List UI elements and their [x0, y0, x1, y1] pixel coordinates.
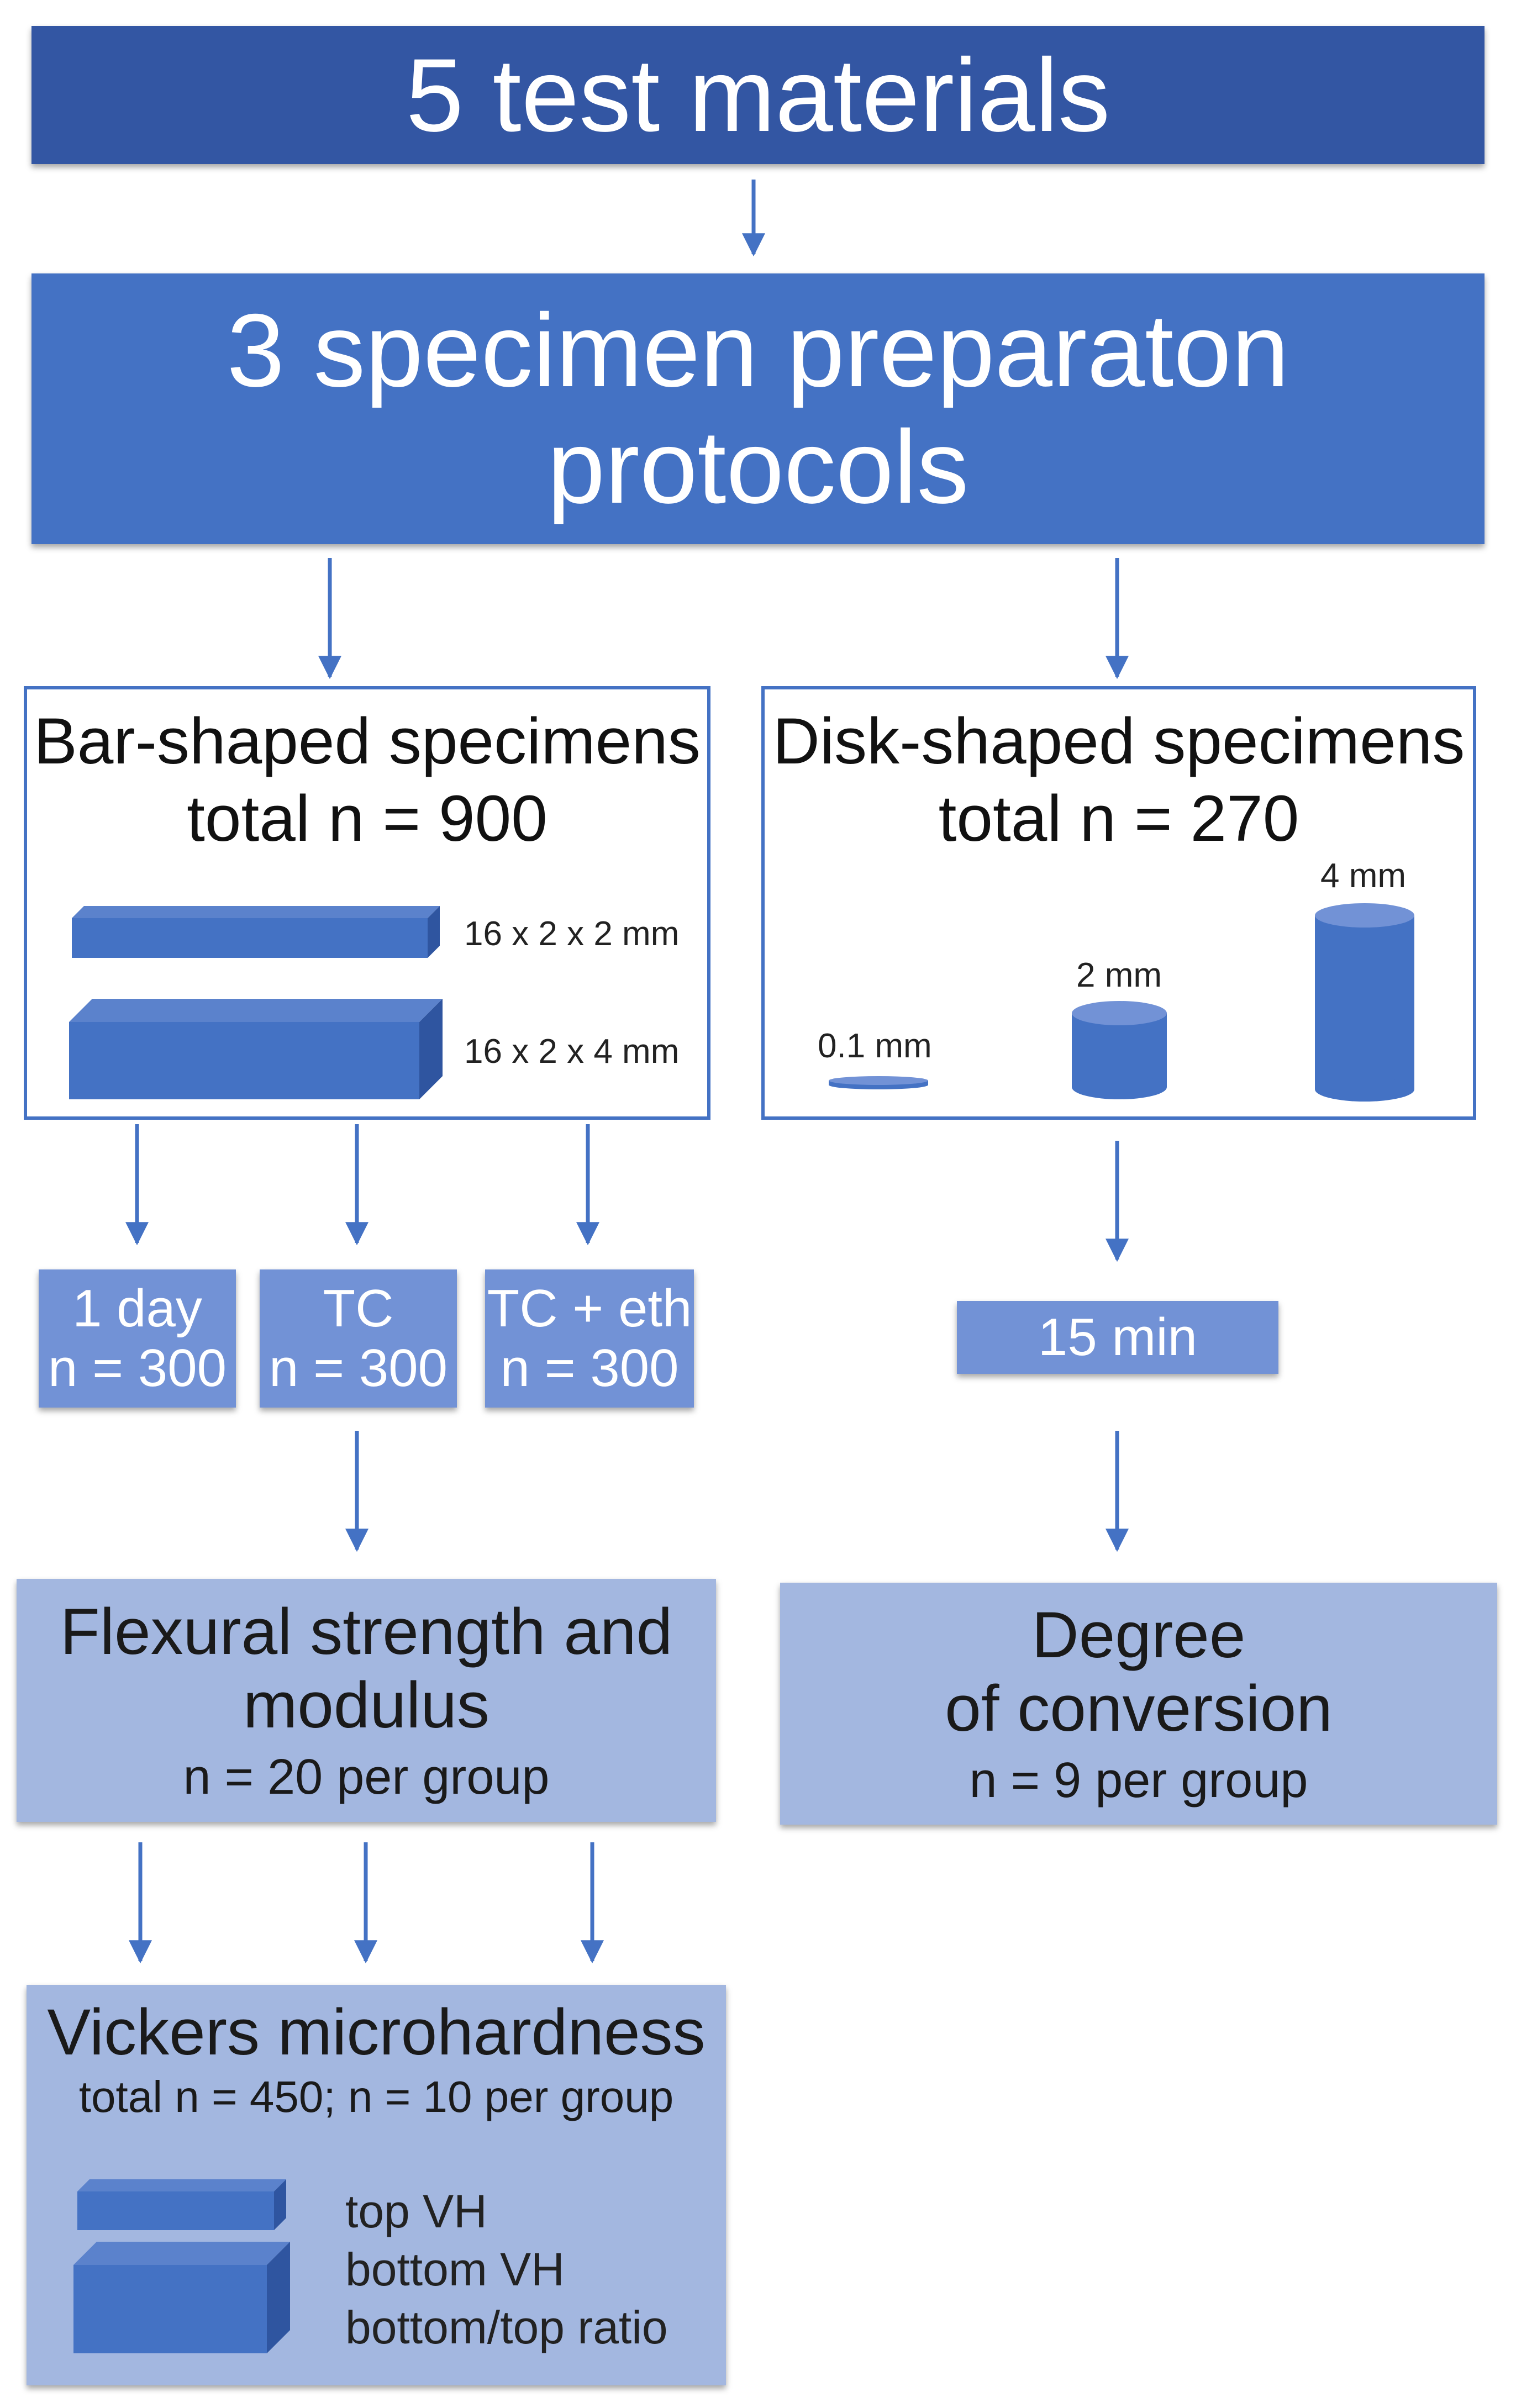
- protocols-line2: protocols: [547, 409, 969, 525]
- bar-specimens-total: total n = 900: [187, 782, 548, 856]
- protocols-box: 3 specimen preparaton protocols: [31, 273, 1485, 544]
- conversion-line2: of conversion: [945, 1672, 1333, 1745]
- flexural-line1: Flexural strength and: [60, 1595, 673, 1669]
- test-materials-box: 5 test materials: [31, 26, 1485, 164]
- conversion-line1: Degree: [1031, 1599, 1246, 1672]
- vickers-item-bottom-vh: bottom VH: [345, 2243, 565, 2295]
- protocols-line1: 3 specimen preparaton: [227, 292, 1289, 409]
- disk-specimens-total: total n = 270: [938, 782, 1299, 856]
- disk-group-label: 15 min: [1038, 1308, 1198, 1367]
- bar-specimen-thin-shape: [72, 906, 440, 958]
- flexural-box: Flexural strength and modulus n = 20 per…: [17, 1579, 716, 1822]
- group-box-1day: 1 day n = 300: [39, 1269, 236, 1408]
- bar-specimens-title: Bar-shaped specimens: [34, 705, 701, 778]
- vickers-specimen-thin-shape: [77, 2179, 286, 2230]
- vickers-n: total n = 450; n = 10 per group: [78, 2072, 674, 2122]
- disk-dim-mid: 2 mm: [1076, 956, 1162, 994]
- group-n: n = 300: [500, 1339, 679, 1398]
- disk-dim-thin: 0.1 mm: [818, 1027, 932, 1065]
- group-label: TC + eth: [487, 1279, 692, 1339]
- group-label: TC: [323, 1279, 394, 1339]
- vickers-item-ratio: bottom/top ratio: [345, 2301, 668, 2353]
- bar-specimen-thick-shape: [69, 999, 443, 1099]
- group-box-tc: TC n = 300: [260, 1269, 457, 1408]
- vickers-title: Vickers microhardness: [47, 1996, 706, 2069]
- vickers-specimen-thick-shape: [73, 2242, 290, 2353]
- conversion-box: Degree of conversion n = 9 per group: [780, 1583, 1497, 1825]
- disk-dim-tall: 4 mm: [1320, 857, 1406, 895]
- flexural-line2: modulus: [243, 1668, 489, 1742]
- group-box-15min: 15 min: [957, 1301, 1278, 1374]
- disk-specimens-title: Disk-shaped specimens: [772, 705, 1465, 778]
- vickers-box: Vickers microhardness total n = 450; n =…: [27, 1985, 726, 2385]
- disk-specimen-tall-shape: [1315, 903, 1414, 1102]
- disk-specimen-mid-shape: [1072, 1001, 1167, 1099]
- bar-dim-thick: 16 x 2 x 4 mm: [464, 1032, 680, 1071]
- flexural-n: n = 20 per group: [183, 1749, 550, 1805]
- conversion-n: n = 9 per group: [969, 1752, 1308, 1808]
- group-n: n = 300: [48, 1339, 227, 1398]
- test-materials-title: 5 test materials: [406, 36, 1110, 153]
- bar-dim-thin: 16 x 2 x 2 mm: [464, 915, 680, 953]
- group-n: n = 300: [269, 1339, 448, 1398]
- disk-specimen-thin-shape: [829, 1076, 928, 1089]
- group-box-tceth: TC + eth n = 300: [485, 1269, 694, 1408]
- group-label: 1 day: [72, 1279, 202, 1339]
- vickers-item-top-vh: top VH: [345, 2185, 487, 2237]
